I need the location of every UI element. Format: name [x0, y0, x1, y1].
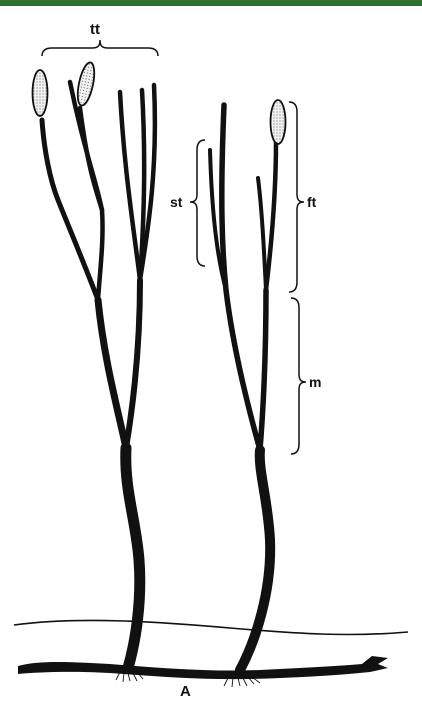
right-main-axis — [240, 450, 270, 670]
left-main-axis — [126, 448, 140, 668]
left-plant — [42, 82, 155, 668]
right-plant — [210, 105, 276, 670]
label-m: m — [309, 374, 321, 390]
sporangium — [33, 70, 48, 116]
bracket-ft — [289, 102, 304, 292]
figure-letter: A — [180, 683, 191, 700]
ground-line — [14, 620, 408, 634]
sporangium — [75, 61, 98, 107]
rhizome — [18, 656, 388, 679]
bracket-tt — [42, 40, 158, 56]
label-ft: ft — [307, 194, 317, 210]
bracket-m — [291, 298, 306, 454]
label-st: st — [170, 194, 183, 210]
label-tt: tt — [90, 21, 100, 38]
bracket-st — [190, 140, 205, 266]
sporangium — [271, 100, 286, 144]
